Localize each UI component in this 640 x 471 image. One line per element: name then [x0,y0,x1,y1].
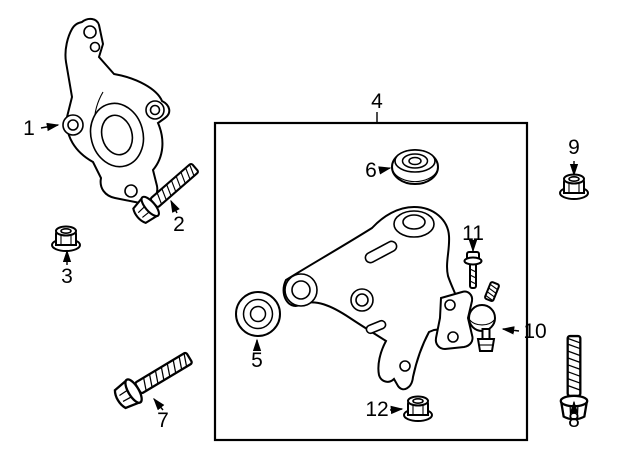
knuckle-right-lug-hole-inner [149,104,161,116]
rear-bushing-top-face [394,149,436,173]
leader-6 [378,166,392,175]
knuckle-hub-bore-inner [100,114,134,156]
knuckle-nut [51,225,81,252]
assembly-box [213,121,529,442]
knuckle-bottom-lug-hole [124,184,138,198]
rear-bushing-center-hole [408,156,422,166]
knuckle-upper-arm-hole [89,41,101,53]
stud-thread-lines [485,284,498,301]
arm-lower-slot [365,319,387,335]
callout-8: 8 [568,409,580,432]
nut-icon [559,173,589,200]
bolt-icon [110,345,198,413]
arm-upper-slot [364,240,398,264]
arm-front-bushing [235,291,281,337]
callout-3: 3 [61,265,73,288]
pinch-bolt-threads [469,268,477,285]
knuckle-top-hole [83,25,97,39]
ball-joint-lower-stud [481,328,491,340]
knuckle-left-lug-hole-inner [67,119,79,131]
arm-rear-bushing [391,149,439,185]
nut-icon [403,395,433,422]
arm-rear-boss-inner [402,214,426,230]
nut-icon [51,225,81,252]
callout-9: 9 [568,136,580,159]
callout-11: 11 [462,222,484,245]
leader-2 [170,199,180,214]
pinch-bolt-flange [463,256,483,266]
steering-knuckle [62,17,171,205]
bracket-hole-upper [444,299,456,311]
rear-bushing-inner-ring [401,153,429,169]
leader-1 [40,122,60,132]
lower-control-arm [282,205,461,391]
callout-2: 2 [173,213,185,236]
leader-lines [40,112,579,415]
bushing-middle-ring [242,298,274,330]
arm-fork-hole [399,360,411,372]
stud-shaft [484,281,500,303]
callout-10: 10 [523,320,546,343]
leader-10 [501,326,520,335]
bushing-inner-hole [249,305,267,323]
callout-labels: 1 2 3 4 5 6 7 8 9 10 11 12 [23,90,580,432]
callout-1: 1 [23,117,35,140]
callout-12: 12 [365,398,388,421]
callout-5: 5 [251,349,263,372]
ball-joint [434,281,500,352]
ball-stud-threads [484,281,500,303]
rear-nut [559,173,589,200]
pinch-bolt [463,251,483,289]
leader-7 [153,397,165,411]
arm-center-hole-inner [355,293,369,307]
leader-12 [389,405,404,415]
ball-joint-boot-line [469,319,495,326]
callout-4: 4 [371,90,383,113]
arm-nut [403,395,433,422]
bracket-hole-lower [447,331,459,343]
arm-front-bolt [110,345,198,413]
bushing-outer-ring [235,291,281,337]
callout-7: 7 [157,409,169,432]
rear-bushing-ribs [392,170,438,185]
callout-6: 6 [365,159,377,182]
ball-joint-housing [468,304,496,332]
arm-front-eye-inner [291,280,311,300]
